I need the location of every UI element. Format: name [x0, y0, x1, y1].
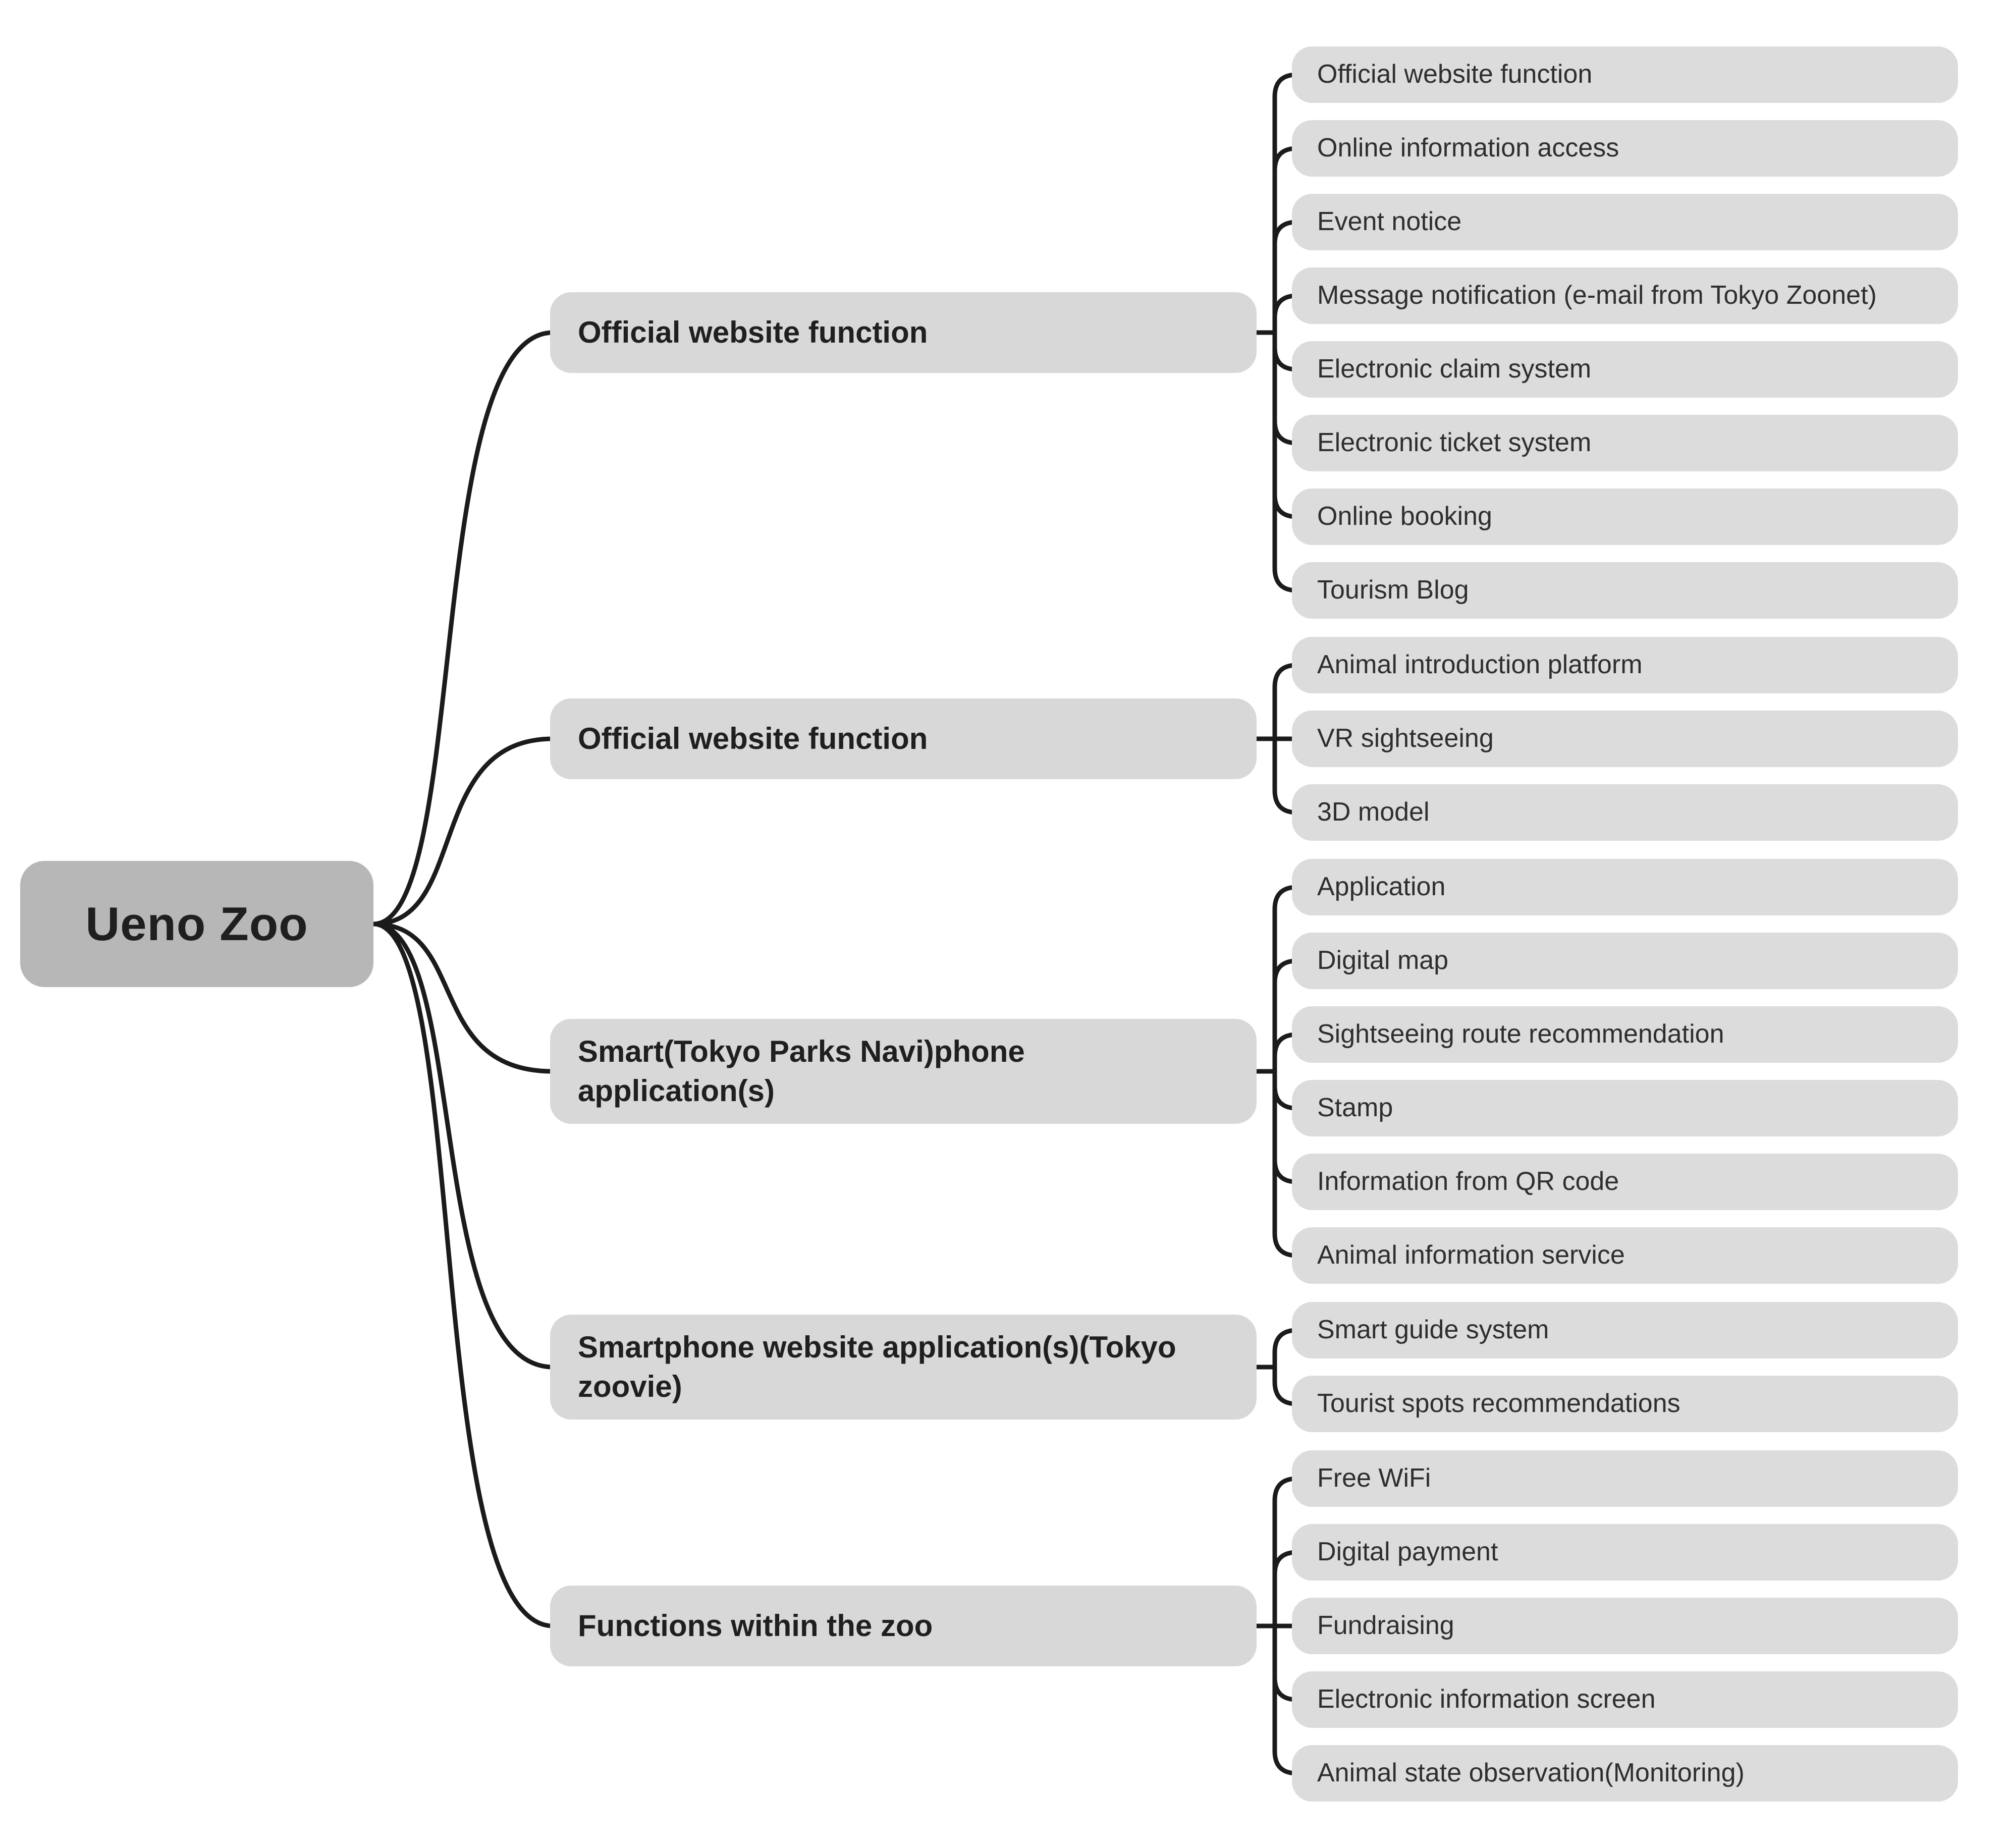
leaf-node[interactable]: Official website function — [1292, 46, 1958, 103]
leaf-node[interactable]: Animal information service — [1292, 1227, 1958, 1284]
leaf-label: Stamp — [1317, 1093, 1393, 1123]
leaf-label: Digital payment — [1317, 1537, 1498, 1567]
leaf-node[interactable]: Stamp — [1292, 1080, 1958, 1136]
leaf-node[interactable]: Electronic information screen — [1292, 1671, 1958, 1728]
root-node[interactable]: Ueno Zoo — [20, 861, 373, 987]
branch-group: Smartphone website application(s)(Tokyo … — [550, 1302, 1958, 1432]
branch-label: Smartphone website application(s)(Tokyo … — [578, 1330, 1176, 1403]
leaf-node[interactable]: Online booking — [1292, 488, 1958, 545]
branch-node[interactable]: Smart(Tokyo Parks Navi)phone application… — [550, 1019, 1257, 1124]
branch-node[interactable]: Official website function — [550, 292, 1257, 373]
leaf-node[interactable]: 3D model — [1292, 784, 1958, 841]
branch-label: Smart(Tokyo Parks Navi)phone application… — [578, 1035, 1025, 1108]
leaf-label: Animal information service — [1317, 1240, 1625, 1270]
branch-label: Functions within the zoo — [578, 1609, 933, 1643]
leaf-list: Animal introduction platform VR sightseei… — [1292, 637, 1958, 841]
leaf-node[interactable]: Electronic claim system — [1292, 341, 1958, 398]
leaf-node[interactable]: Smart guide system — [1292, 1302, 1958, 1358]
leaf-label: Event notice — [1317, 207, 1462, 237]
leaf-label: Sightseeing route recommendation — [1317, 1019, 1724, 1049]
leaf-node[interactable]: Digital payment — [1292, 1524, 1958, 1581]
leaf-node[interactable]: Event notice — [1292, 194, 1958, 250]
leaf-node[interactable]: Information from QR code — [1292, 1154, 1958, 1210]
branch-node[interactable]: Smartphone website application(s)(Tokyo … — [550, 1315, 1257, 1420]
leaf-label: Digital map — [1317, 946, 1449, 975]
leaf-node[interactable]: Message notification (e-mail from Tokyo … — [1292, 267, 1958, 324]
leaf-label: Smart guide system — [1317, 1315, 1549, 1345]
branch-node[interactable]: Official website function — [550, 698, 1257, 779]
leaf-label: Electronic ticket system — [1317, 428, 1592, 458]
leaf-node[interactable]: Free WiFi — [1292, 1450, 1958, 1507]
leaf-label: Message notification (e-mail from Tokyo … — [1317, 281, 1877, 310]
leaf-label: Information from QR code — [1317, 1167, 1619, 1197]
leaf-label: Tourism Blog — [1317, 575, 1469, 605]
branch-node[interactable]: Functions within the zoo — [550, 1586, 1257, 1666]
leaf-label: Animal introduction platform — [1317, 650, 1643, 680]
leaf-label: Application — [1317, 872, 1446, 902]
connector-path — [371, 72, 1299, 1776]
root-label: Ueno Zoo — [85, 897, 308, 950]
branch-label: Official website function — [578, 722, 928, 755]
leaf-node[interactable]: VR sightseeing — [1292, 711, 1958, 767]
leaf-node[interactable]: Fundraising — [1292, 1598, 1958, 1654]
leaf-label: Online booking — [1317, 502, 1492, 531]
leaf-label: Online information access — [1317, 133, 1619, 163]
leaf-node[interactable]: Tourism Blog — [1292, 562, 1958, 619]
leaf-label: 3D model — [1317, 797, 1430, 827]
leaf-label: Electronic information screen — [1317, 1684, 1656, 1714]
leaf-label: Official website function — [1317, 60, 1593, 89]
branch-group: Official website function Animal introduc… — [550, 637, 1958, 841]
leaf-node[interactable]: Digital map — [1292, 933, 1958, 989]
leaf-label: Fundraising — [1317, 1611, 1454, 1641]
branch-group: Smart(Tokyo Parks Navi)phone application… — [550, 859, 1958, 1284]
leaf-node[interactable]: Animal introduction platform — [1292, 637, 1958, 693]
leaf-label: Electronic claim system — [1317, 354, 1592, 384]
leaf-label: Tourist spots recommendations — [1317, 1389, 1680, 1419]
leaf-node[interactable]: Application — [1292, 859, 1958, 915]
leaf-node[interactable]: Electronic ticket system — [1292, 415, 1958, 471]
leaf-label: Animal state observation(Monitoring) — [1317, 1758, 1745, 1788]
leaf-node[interactable]: Online information access — [1292, 120, 1958, 177]
leaf-node[interactable]: Sightseeing route recommendation — [1292, 1006, 1958, 1063]
leaf-label: Free WiFi — [1317, 1463, 1431, 1493]
leaf-label: VR sightseeing — [1317, 724, 1494, 753]
leaf-node[interactable]: Tourist spots recommendations — [1292, 1376, 1958, 1432]
branch-label: Official website function — [578, 315, 928, 349]
leaf-node[interactable]: Animal state observation(Monitoring) — [1292, 1745, 1958, 1802]
